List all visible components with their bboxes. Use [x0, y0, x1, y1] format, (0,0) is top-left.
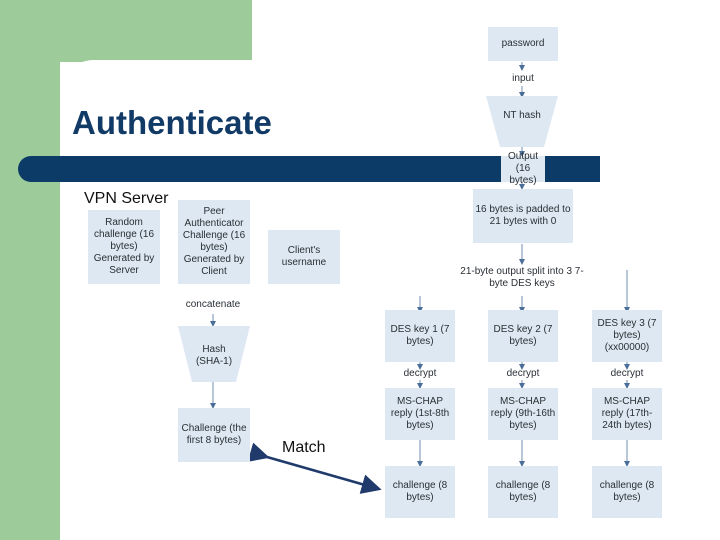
top-green-block	[60, 0, 252, 62]
match-arrow	[247, 442, 382, 494]
node-challenge-first8: Challenge (the first 8 bytes)	[178, 408, 250, 462]
vpn-server-label: VPN Server	[84, 190, 169, 207]
node-decrypt-2: decrypt	[506, 368, 540, 379]
node-reply-3: MS-CHAP reply (17th-24th bytes)	[592, 388, 662, 440]
left-green-bar	[0, 0, 60, 540]
node-decrypt-1: decrypt	[403, 368, 437, 379]
node-des-key-2: DES key 2 (7 bytes)	[488, 310, 558, 362]
node-password: password	[488, 27, 558, 61]
node-challenge-3: challenge (8 bytes)	[592, 466, 662, 518]
node-padded: 16 bytes is padded to 21 bytes with 0	[473, 189, 573, 243]
node-input: input	[512, 73, 534, 84]
slide-title: Authenticate	[72, 104, 272, 141]
match-label: Match	[282, 439, 326, 456]
node-peer-challenge: Peer Authenticator Challenge (16 bytes) …	[178, 200, 250, 284]
node-challenge-1: challenge (8 bytes)	[385, 466, 455, 518]
node-concatenate: concatenate	[185, 299, 241, 310]
node-reply-1: MS-CHAP reply (1st-8th bytes)	[385, 388, 455, 440]
node-random-challenge: Random challenge (16 bytes) Generated by…	[88, 210, 160, 284]
node-reply-2: MS-CHAP reply (9th-16th bytes)	[488, 388, 558, 440]
node-nt-hash: NT hash	[503, 110, 541, 121]
node-des-key-3: DES key 3 (7 bytes) (xx00000)	[592, 310, 662, 362]
node-challenge-2: challenge (8 bytes)	[488, 466, 558, 518]
sha1-funnel	[178, 326, 250, 382]
node-split: 21-byte output split into 3 7-byte DES k…	[460, 266, 584, 289]
node-output: Output (16 bytes)	[501, 151, 545, 186]
node-client-username: Client's username	[268, 230, 340, 284]
node-sha1: Hash (SHA-1)	[195, 344, 233, 367]
node-decrypt-3: decrypt	[610, 368, 644, 379]
nt-hash-funnel	[486, 96, 558, 147]
node-des-key-1: DES key 1 (7 bytes)	[385, 310, 455, 362]
